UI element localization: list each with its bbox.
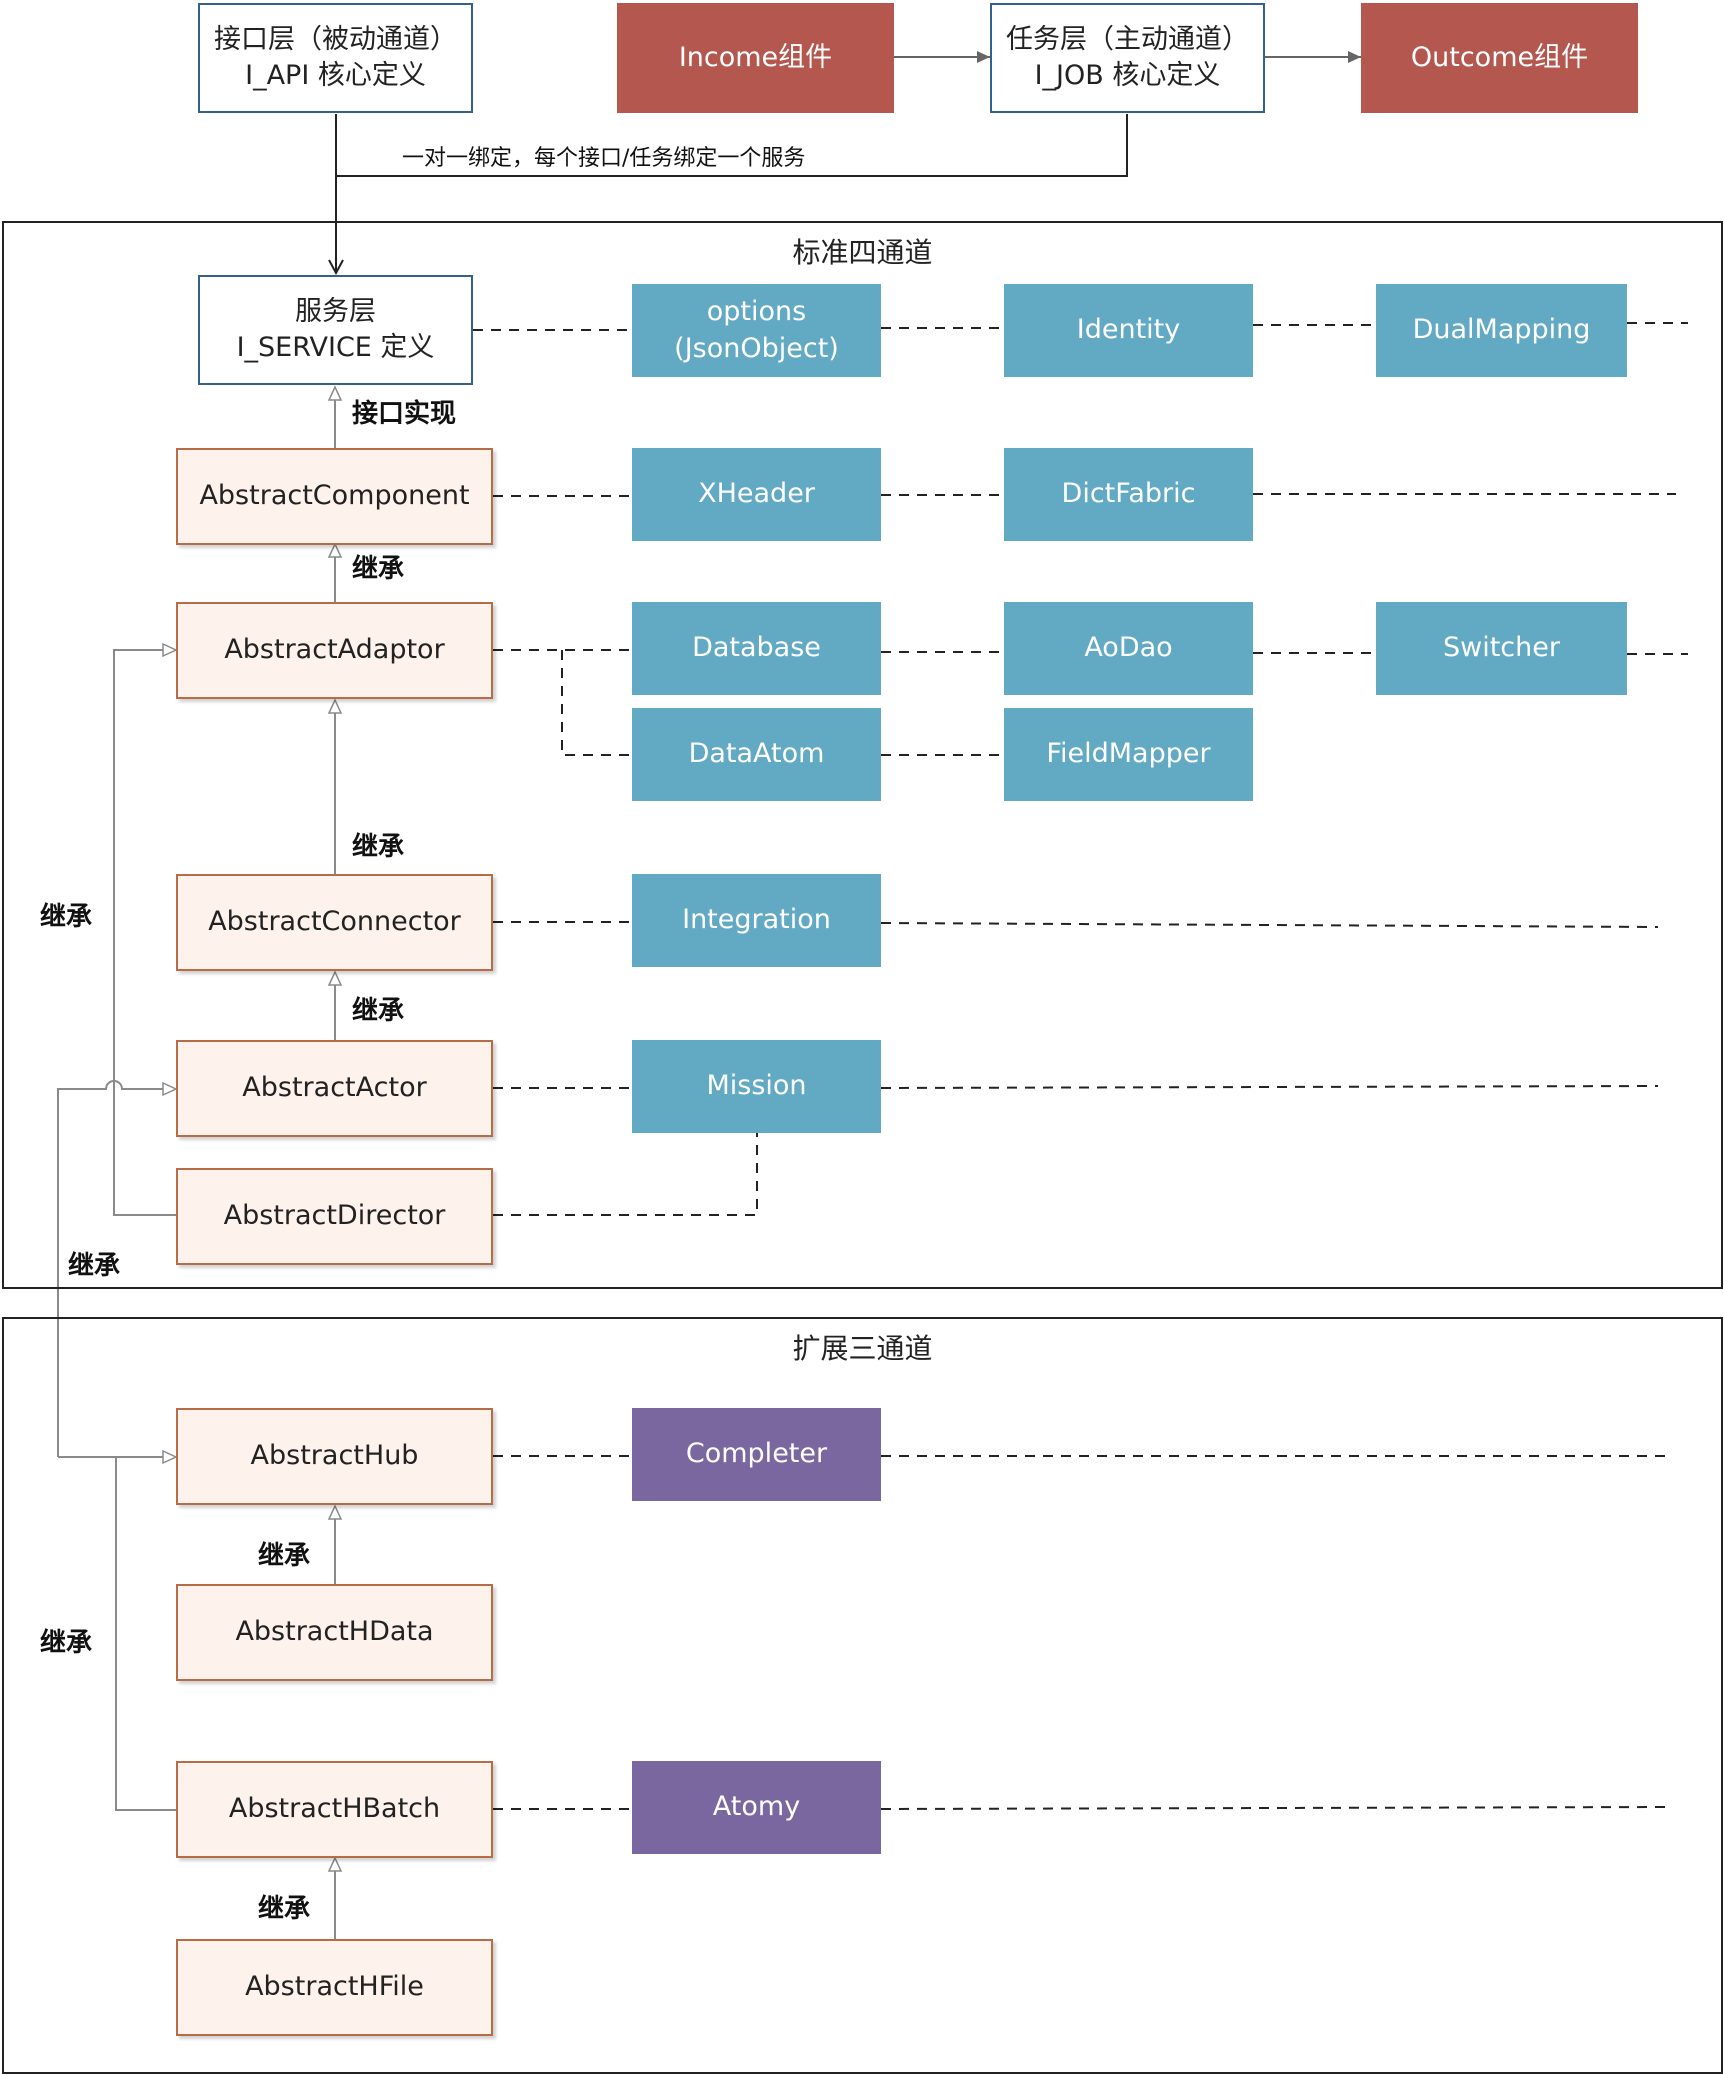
xheader-feature-box: XHeader: [632, 448, 881, 541]
service-layer-title: 服务层: [295, 295, 376, 327]
hbatch-to-hub-inherit: [115, 1457, 176, 1811]
api-layer-title: 接口层（被动通道）: [214, 23, 457, 55]
abstract-adaptor-label: AbstractAdaptor: [224, 634, 445, 666]
income-label: Income组件: [678, 41, 833, 73]
dict-fabric-label: DictFabric: [1061, 478, 1196, 510]
job-layer-definition: I_JOB 核心定义: [1034, 60, 1221, 91]
job-layer-box: 任务层（主动通道） I_JOB 核心定义: [990, 3, 1265, 113]
dual-mapping-label: DualMapping: [1412, 314, 1591, 346]
extension-to-actor-inherit: [57, 1080, 178, 1457]
abstract-hub-label: AbstractHub: [250, 1440, 419, 1472]
service-layer-definition: I_SERVICE 定义: [236, 332, 435, 363]
field-mapper-label: FieldMapper: [1046, 738, 1211, 770]
inherit-label: 继承: [258, 1541, 311, 1571]
identity-feature-box: Identity: [1004, 284, 1253, 377]
abstract-connector-box: AbstractConnector: [176, 874, 493, 971]
inherit-label: 继承: [352, 996, 405, 1026]
abstract-hub-box: AbstractHub: [176, 1408, 493, 1505]
inherit-label: 继承: [40, 1628, 93, 1658]
dash-adaptor-dataatom: [561, 650, 632, 756]
dash-actor-row: [880, 1085, 1659, 1089]
binding-note: 一对一绑定，每个接口/任务绑定一个服务: [402, 146, 806, 171]
options-label: options: [706, 296, 807, 328]
atomy-feature-box: Atomy: [632, 1761, 881, 1854]
abstract-actor-box: AbstractActor: [176, 1040, 493, 1137]
switcher-label: Switcher: [1443, 632, 1560, 664]
abstract-hfile-box: AbstractHFile: [176, 1939, 493, 2036]
aodao-label: AoDao: [1084, 632, 1173, 664]
dash-hbatch-row: [880, 1806, 1667, 1810]
data-atom-label: DataAtom: [688, 738, 825, 770]
outcome-component-box: Outcome组件: [1361, 3, 1638, 113]
abstract-actor-label: AbstractActor: [242, 1072, 427, 1104]
abstract-component-label: AbstractComponent: [199, 480, 470, 512]
inherit-label: 继承: [40, 902, 93, 932]
abstract-hfile-label: AbstractHFile: [245, 1971, 424, 2003]
service-layer-box: 服务层 I_SERVICE 定义: [198, 275, 473, 385]
abstract-director-box: AbstractDirector: [176, 1168, 493, 1265]
job-layer-title: 任务层（主动通道）: [1006, 23, 1249, 55]
standard-four-channel-region: 标准四通道: [2, 221, 1723, 1289]
identity-label: Identity: [1076, 314, 1181, 346]
abstract-hbatch-box: AbstractHBatch: [176, 1761, 493, 1858]
field-mapper-feature-box: FieldMapper: [1004, 708, 1253, 801]
api-layer-definition: I_API 核心定义: [245, 60, 426, 91]
extension-three-channel-region: 扩展三通道: [2, 1317, 1723, 2074]
dict-fabric-feature-box: DictFabric: [1004, 448, 1253, 541]
xheader-label: XHeader: [698, 478, 815, 510]
abstract-adaptor-box: AbstractAdaptor: [176, 602, 493, 699]
interface-impl-label: 接口实现: [352, 399, 457, 429]
options-type-label: (JsonObject): [674, 332, 839, 364]
integration-feature-box: Integration: [632, 874, 881, 967]
abstract-hdata-label: AbstractHData: [235, 1616, 434, 1648]
api-layer-box: 接口层（被动通道） I_API 核心定义: [198, 3, 473, 113]
abstract-connector-label: AbstractConnector: [208, 906, 461, 938]
mission-label: Mission: [706, 1070, 807, 1102]
inherit-label: 继承: [352, 554, 405, 584]
abstract-director-label: AbstractDirector: [223, 1200, 446, 1232]
completer-label: Completer: [685, 1438, 828, 1470]
options-feature-box: options (JsonObject): [632, 284, 881, 377]
inherit-label: 继承: [352, 832, 405, 862]
abstract-component-box: AbstractComponent: [176, 448, 493, 545]
abstract-hbatch-label: AbstractHBatch: [228, 1793, 441, 1825]
inherit-label: 继承: [258, 1894, 311, 1924]
standard-region-title: 标准四通道: [792, 236, 933, 269]
income-component-box: Income组件: [617, 3, 894, 113]
data-atom-feature-box: DataAtom: [632, 708, 881, 801]
director-to-adaptor-inherit: [113, 642, 178, 1216]
binding-connector: [336, 114, 1128, 177]
dash-connector-row: [880, 922, 1659, 928]
mission-feature-box: Mission: [632, 1040, 881, 1133]
abstract-hdata-box: AbstractHData: [176, 1584, 493, 1681]
database-feature-box: Database: [632, 602, 881, 695]
dual-mapping-feature-box: DualMapping: [1376, 284, 1627, 377]
outcome-label: Outcome组件: [1410, 41, 1589, 73]
extension-region-title: 扩展三通道: [792, 1332, 933, 1365]
aodao-feature-box: AoDao: [1004, 602, 1253, 695]
atomy-label: Atomy: [712, 1791, 801, 1823]
database-label: Database: [692, 632, 821, 664]
switcher-feature-box: Switcher: [1376, 602, 1627, 695]
completer-feature-box: Completer: [632, 1408, 881, 1501]
integration-label: Integration: [682, 904, 831, 936]
inherit-label: 继承: [68, 1251, 121, 1281]
